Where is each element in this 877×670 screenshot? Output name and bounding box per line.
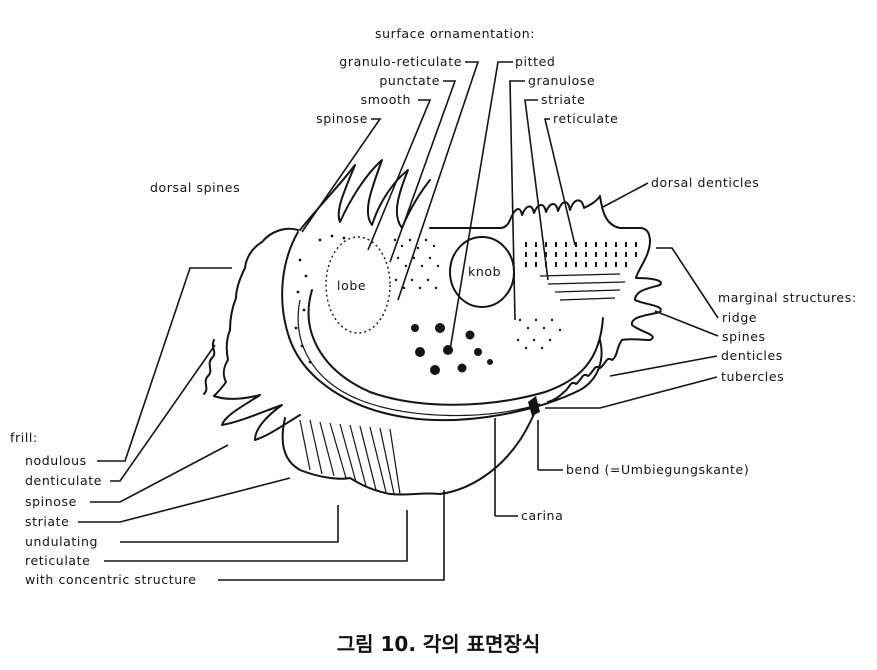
frill-denticulate-outline — [203, 339, 216, 395]
label-granulose: granulose — [528, 73, 595, 88]
label-spines-marginal: spines — [722, 329, 766, 344]
lobe-outline — [325, 236, 391, 334]
label-pitted: pitted — [515, 54, 555, 69]
marginal-denticles-outline — [547, 339, 623, 403]
pitted-dots — [411, 323, 493, 375]
label-spinose-frill: spinose — [25, 494, 77, 509]
label-striate-surface: striate — [541, 92, 585, 107]
label-carina: carina — [521, 508, 563, 523]
label-striate-frill: striate — [25, 514, 69, 529]
frill-striae — [299, 419, 401, 495]
label-bend: bend (=Umbiegungskante) — [566, 462, 749, 477]
dorsal-denticles-outline — [509, 195, 651, 253]
label-reticulate-frill: reticulate — [25, 553, 90, 568]
label-denticulate: denticulate — [25, 473, 102, 488]
label-reticulate-surface: reticulate — [553, 111, 618, 126]
frill-nodulous-outline — [213, 227, 299, 397]
label-denticles: denticles — [721, 348, 783, 363]
label-ridge: ridge — [722, 310, 757, 325]
dorsal-spines-outline — [299, 159, 431, 231]
label-dorsal-spines: dorsal spines — [150, 180, 240, 195]
leader-lines — [78, 61, 719, 581]
shell-inner-crescent — [307, 289, 604, 406]
label-nodulous: nodulous — [25, 453, 87, 468]
shell-outer-border — [281, 231, 603, 422]
frill-bottom-outline — [281, 409, 537, 496]
figure-caption: 그림 10. 각의 표면장식 — [336, 632, 541, 656]
shell-drawing — [203, 159, 662, 496]
labels: surface ornamentation: granulo-reticulat… — [10, 26, 857, 587]
label-punctate: punctate — [379, 73, 440, 88]
header-surface-ornamentation: surface ornamentation: — [375, 26, 535, 41]
stipple-pattern — [294, 234, 562, 364]
label-dorsal-denticles: dorsal denticles — [651, 175, 759, 190]
label-smooth: smooth — [361, 92, 411, 107]
label-undulating: undulating — [25, 534, 98, 549]
label-lobe: lobe — [337, 278, 366, 293]
label-granulo-reticulate: granulo-reticulate — [339, 54, 462, 69]
shell-inner-crescent-2 — [297, 299, 541, 417]
label-tubercles: tubercles — [721, 369, 784, 384]
reticulate-pattern — [525, 242, 637, 267]
header-marginal-structures: marginal structures: — [718, 290, 857, 305]
bend-marker — [528, 396, 540, 416]
striate-lines — [539, 273, 626, 301]
label-knob: knob — [468, 264, 501, 279]
dorsal-margin — [429, 219, 511, 229]
label-with-concentric-structure: with concentric structure — [25, 572, 197, 587]
posterior-spines-outline — [621, 251, 662, 341]
frill-spinose-outline — [213, 394, 301, 441]
header-frill: frill: — [10, 430, 38, 445]
label-spinose-surface: spinose — [316, 111, 368, 126]
